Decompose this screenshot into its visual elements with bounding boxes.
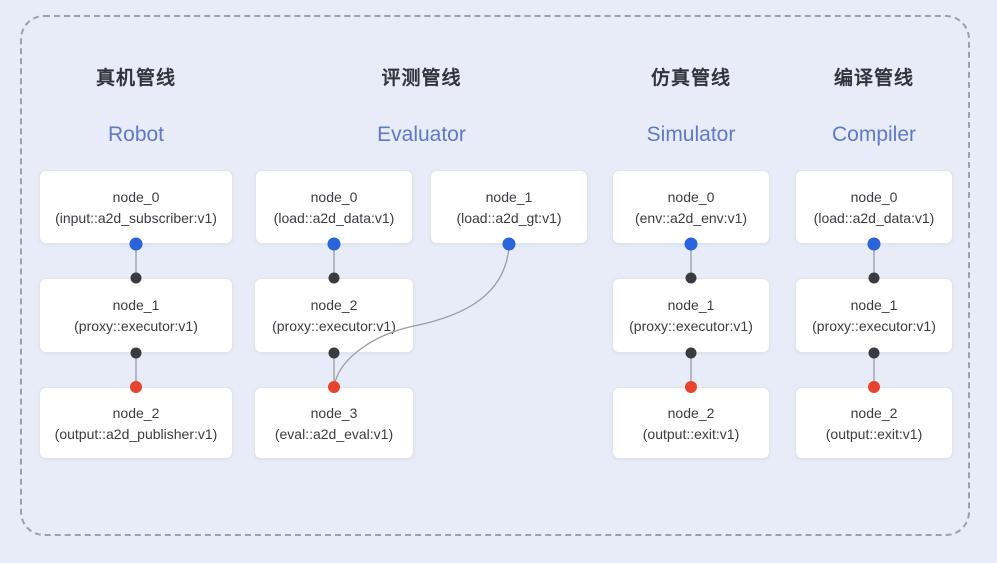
node-detail: (env::a2d_env:v1) [634, 209, 748, 226]
node-name: node_0 [112, 188, 160, 205]
robot-node-2: node_2 (output::a2d_publisher:v1) [39, 387, 233, 459]
node-detail: (input::a2d_subscriber:v1) [55, 209, 217, 226]
node-detail: (output::exit:v1) [642, 425, 740, 442]
node-name: node_2 [850, 404, 898, 421]
node-name: node_1 [667, 297, 715, 313]
simulator-node-2: node_2 (output::exit:v1) [612, 387, 770, 459]
compiler-node-1: node_1 (proxy::executor:v1) [795, 278, 953, 353]
node-name: node_0 [667, 188, 715, 205]
node-detail: (load::a2d_data:v1) [273, 209, 395, 226]
pipeline-title-en-simulator: Simulator [646, 123, 736, 146]
node-name: node_1 [112, 297, 160, 313]
pipeline-title-en-robot: Robot [107, 123, 165, 146]
pipeline-title-zh-compiler: 编译管线 [833, 68, 914, 89]
dashed-frame [20, 15, 970, 536]
compiler-node-0: node_0 (load::a2d_data:v1) [795, 170, 953, 244]
node-name: node_2 [310, 297, 358, 313]
pipeline-title-zh-simulator: 仿真管线 [650, 68, 731, 89]
evaluator-node-1: node_1 (load::a2d_gt:v1) [430, 170, 588, 244]
evaluator-node-3: node_3 (eval::a2d_eval:v1) [254, 387, 414, 459]
robot-node-0: node_0 (input::a2d_subscriber:v1) [39, 170, 233, 244]
node-detail: (output::exit:v1) [825, 425, 923, 442]
node-name: node_1 [850, 297, 898, 313]
node-detail: (load::a2d_gt:v1) [456, 209, 562, 226]
simulator-node-1: node_1 (proxy::executor:v1) [612, 278, 770, 353]
node-name: node_2 [667, 404, 715, 421]
node-detail: (load::a2d_data:v1) [813, 209, 935, 226]
pipeline-title-zh-evaluator: 评测管线 [381, 68, 462, 89]
node-detail: (proxy::executor:v1) [74, 318, 198, 334]
simulator-node-0: node_0 (env::a2d_env:v1) [612, 170, 770, 244]
node-name: node_1 [485, 188, 533, 205]
pipeline-title-en-evaluator: Evaluator [377, 123, 466, 146]
node-detail: (proxy::executor:v1) [272, 318, 396, 334]
node-detail: (proxy::executor:v1) [629, 318, 753, 334]
robot-node-1: node_1 (proxy::executor:v1) [39, 278, 233, 353]
node-name: node_0 [310, 188, 358, 205]
pipeline-title-zh-robot: 真机管线 [95, 68, 176, 89]
node-detail: (eval::a2d_eval:v1) [274, 425, 394, 442]
evaluator-node-0: node_0 (load::a2d_data:v1) [255, 170, 413, 244]
node-detail: (proxy::executor:v1) [812, 318, 936, 334]
evaluator-node-2: node_2 (proxy::executor:v1) [254, 278, 414, 353]
node-detail: (output::a2d_publisher:v1) [54, 425, 218, 442]
node-name: node_3 [310, 404, 358, 421]
node-name: node_0 [850, 188, 898, 205]
node-name: node_2 [112, 404, 160, 421]
compiler-node-2: node_2 (output::exit:v1) [795, 387, 953, 459]
pipeline-title-en-compiler: Compiler [831, 123, 917, 146]
